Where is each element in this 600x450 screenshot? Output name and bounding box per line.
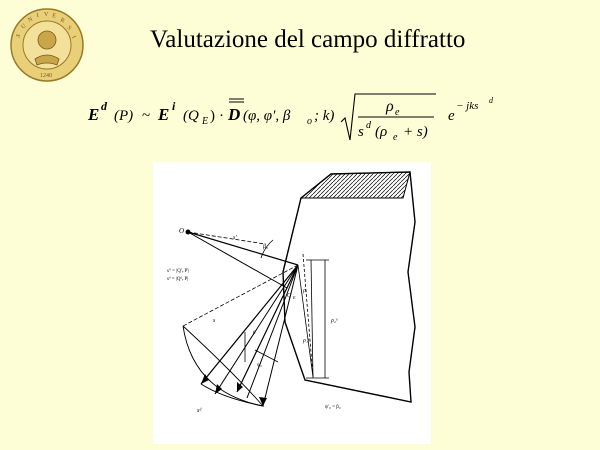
svg-text:1240: 1240 bbox=[40, 73, 52, 79]
label-qe: Q bbox=[287, 293, 292, 299]
formula-dot: · bbox=[219, 108, 224, 124]
formula-den-sub: e bbox=[393, 132, 398, 143]
formula-inc-arg: (Q bbox=[183, 108, 199, 124]
label-s-d: s bbox=[213, 318, 216, 324]
formula-den-plus: + s) bbox=[403, 124, 428, 140]
svg-text:S: S bbox=[66, 25, 72, 32]
label-rho-r: ρᵣ bbox=[302, 288, 308, 294]
formula-lhs-arg: (P) bbox=[114, 108, 133, 124]
label-def1: s′ⁱ = |Q′ₑ P′| bbox=[167, 267, 189, 274]
label-beta: β₀ bbox=[262, 244, 268, 250]
formula-inc-sub: E bbox=[201, 116, 208, 127]
diffraction-geometry-figure: O Q E β₀ s′ s ρᵣ ρ₂ᵉ ρ₁ᵉ θ ψ₀ s′ⁱ = |Q′ₑ… bbox=[153, 162, 431, 444]
university-seal-logo: U N I V E R S I S 1240 bbox=[10, 8, 84, 82]
formula-num-rho: ρ bbox=[385, 98, 394, 115]
formula-approx: ~ bbox=[142, 108, 150, 124]
label-sd-bottom: sᵈ bbox=[197, 408, 202, 414]
formula-exp-power: − jks bbox=[456, 100, 478, 112]
formula-den-s: s bbox=[358, 124, 364, 140]
formula-exp-base: e bbox=[448, 108, 455, 124]
svg-text:V: V bbox=[44, 12, 49, 18]
formula-dyad-sub: o bbox=[307, 116, 312, 127]
label-psi: ψ₀ bbox=[257, 363, 262, 368]
svg-text:N: N bbox=[27, 16, 34, 24]
formula-lhs-field: E bbox=[87, 105, 99, 124]
label-s-prime: s′ bbox=[233, 235, 237, 241]
svg-text:R: R bbox=[59, 17, 65, 24]
label-theta: θ bbox=[253, 331, 256, 336]
formula-inc-sup: i bbox=[172, 99, 176, 113]
formula-den-rest: (ρ bbox=[375, 124, 387, 140]
slide-title: Valutazione del campo diffratto bbox=[150, 26, 466, 53]
label-def2: sᵈ = |Qᵈₑ P| bbox=[167, 276, 188, 282]
formula-dyad-args: (φ, φ′, β bbox=[243, 108, 291, 124]
formula-exp-power-sup: d bbox=[489, 96, 494, 105]
formula-dyad-tail: ; k) bbox=[314, 108, 334, 124]
formula-inc-field: E bbox=[157, 105, 169, 124]
formula-den-sup: d bbox=[366, 120, 372, 131]
svg-text:I: I bbox=[70, 35, 76, 40]
svg-text:I: I bbox=[36, 13, 39, 19]
svg-text:S: S bbox=[16, 33, 23, 39]
label-origin: O bbox=[179, 227, 184, 235]
svg-text:U: U bbox=[20, 23, 28, 31]
formula-inc-close: ) bbox=[210, 108, 215, 124]
svg-text:E: E bbox=[52, 13, 57, 20]
label-rho-e: ρ₁ᵉ bbox=[302, 338, 310, 344]
label-qe-sub: E bbox=[292, 295, 296, 300]
label-rho-2: ρ₂ᵉ bbox=[330, 318, 338, 324]
formula-dyad: D bbox=[227, 105, 240, 124]
formula-lhs-sup: d bbox=[101, 99, 108, 113]
formula-num-sub: e bbox=[395, 107, 400, 118]
label-bottom-eq: ψ′₀ = β₀ bbox=[325, 405, 341, 410]
diffraction-formula: E d (P) ~ E i (Q E ) · D (φ, φ′, β o ; k… bbox=[87, 93, 494, 143]
